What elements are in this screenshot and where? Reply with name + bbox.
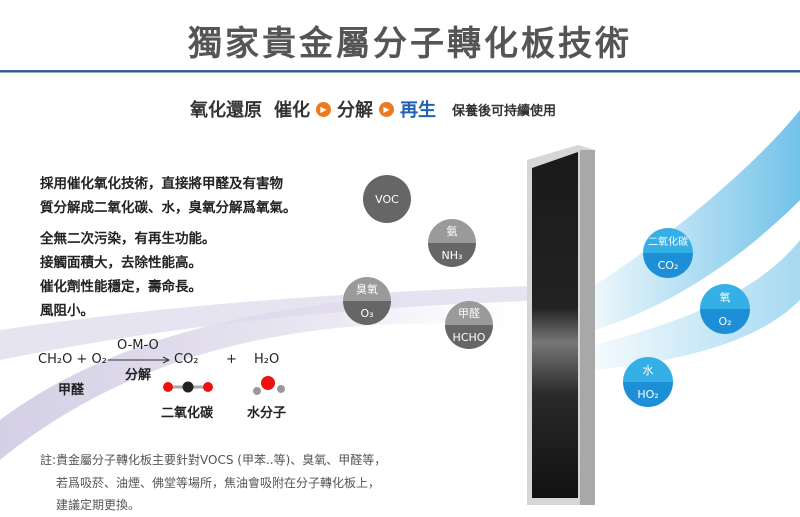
label-water-molecule: 水分子: [247, 406, 287, 421]
label-formaldehyde: 甲醛: [58, 383, 85, 398]
title-divider: [0, 70, 800, 73]
bubble-label: VOC: [363, 175, 411, 223]
filter-panel: [527, 145, 595, 505]
feature-line: 採用催化氧化技術，直接將甲醛及有害物: [40, 176, 283, 192]
subtitle-step-catalyze: 催化: [274, 100, 310, 121]
subtitle-step-decompose: 分解: [337, 100, 373, 121]
note-line: 建議定期更換。: [56, 498, 141, 512]
equation-process: 分解: [125, 368, 152, 383]
arrow-right-icon: ▶: [379, 101, 394, 117]
label-carbon-dioxide: 二氧化碳: [161, 406, 214, 421]
page-title: 獨家貴金屬分子轉化板技術: [188, 24, 632, 64]
equation-product-co2: CO₂: [174, 352, 199, 367]
co2-molecule-icon: [163, 381, 213, 393]
feature-line: 全無二次污染，有再生功能。: [40, 231, 216, 247]
feature-line: 接觸面積大，去除性能高。: [40, 255, 202, 271]
feature-line: 質分解成二氧化碳、水，臭氧分解爲氧氣。: [40, 200, 297, 216]
feature-line: 風阻小。: [40, 303, 94, 319]
note-line: 若爲吸菸、油煙、佛堂等場所，焦油會吸附在分子轉化板上，: [56, 476, 381, 490]
subtitle-redox: 氧化還原: [190, 100, 262, 121]
blue-swoosh: [595, 110, 800, 330]
h2o-molecule-icon: [253, 376, 285, 395]
equation-reactants: CH₂O + O₂: [38, 352, 107, 367]
note-line: 註:貴金屬分子轉化板主要針對VOCS (甲苯..等)、臭氧、甲醛等，: [40, 453, 387, 467]
purple-swoosh: [0, 290, 560, 460]
reaction-arrow-icon: [108, 356, 171, 364]
equation-catalyst: O-M-O: [117, 338, 159, 353]
equation-product-h2o: H₂O: [254, 352, 280, 367]
process-subtitle: 氧化還原 催化 ▶ 分解 ▶ 再生 保養後可持續使用: [190, 96, 556, 122]
feature-line: 催化劑性能穩定，壽命長。: [40, 279, 202, 295]
subtitle-step-regenerate: 再生: [400, 100, 436, 121]
equation-plus: +: [226, 352, 237, 367]
subtitle-tagline: 保養後可持續使用: [452, 103, 557, 119]
pollutant-bubble-voc: VOC: [363, 175, 411, 223]
arrow-right-icon: ▶: [316, 101, 331, 117]
